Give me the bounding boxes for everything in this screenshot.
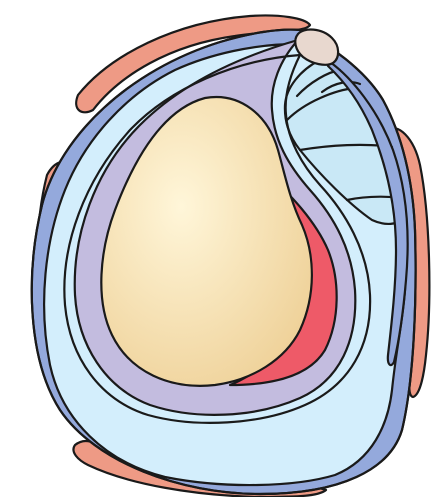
diagram-canvas xyxy=(0,0,434,497)
egg-diagram xyxy=(0,0,434,497)
